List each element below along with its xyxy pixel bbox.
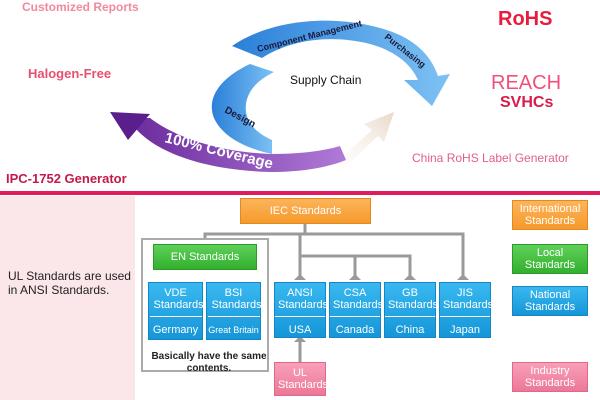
- connector-lines: [203, 224, 469, 362]
- vde-country: Germany: [152, 324, 199, 336]
- jis-standards-box[interactable]: JIS Standards Japan: [439, 282, 494, 338]
- vde-standards-box[interactable]: VDE Standards Germany: [148, 282, 204, 340]
- legend-international-label: International Standards: [519, 203, 581, 227]
- china-rohs-label: China RoHS Label Generator: [412, 151, 569, 165]
- left-arc: [211, 64, 274, 154]
- legend-industry: Industry Standards: [512, 362, 588, 392]
- legend-international: International Standards: [512, 200, 588, 230]
- upper-arc: [232, 20, 450, 106]
- svhcs-label: SVHCs: [500, 94, 554, 111]
- jis-divider: [440, 316, 490, 317]
- reach-label: REACH: [491, 72, 562, 94]
- iec-standards-box[interactable]: IEC Standards: [240, 198, 371, 224]
- iec-label: IEC Standards: [269, 205, 342, 217]
- ansi-divider: [275, 316, 325, 317]
- gb-divider: [385, 316, 435, 317]
- halogen-free-label: Halogen-Free: [28, 66, 112, 81]
- csa-label: CSA Standards: [333, 287, 384, 311]
- gb-standards-box[interactable]: GB Standards China: [384, 282, 439, 338]
- supply-chain-cycle: Component Management Purchasing Design 1…: [110, 18, 450, 174]
- divider-line: [0, 191, 600, 195]
- en-group-frame: [141, 238, 269, 372]
- ansi-country: USA: [288, 324, 312, 336]
- csa-country: Canada: [335, 324, 375, 336]
- top-panel: Component Management Purchasing Design 1…: [0, 0, 600, 196]
- customized-reports-label: Customized Reports: [22, 0, 139, 14]
- vde-label: VDE Standards: [153, 287, 204, 311]
- bsi-country: Great Britain: [208, 325, 259, 335]
- csa-standards-box[interactable]: CSA Standards Canada: [329, 282, 384, 338]
- legend-national-label: National Standards: [524, 289, 576, 313]
- supply-chain-text: Supply Chain: [290, 73, 361, 87]
- bsi-divider: [207, 316, 260, 317]
- ul-arrow: [294, 336, 306, 342]
- legend-national: National Standards: [512, 286, 588, 316]
- legend-industry-label: Industry Standards: [524, 365, 576, 389]
- same-contents-note: Basically have the same contents.: [151, 351, 267, 374]
- gb-country: China: [395, 324, 425, 336]
- standards-diagram: UL Standards are used in ANSI Standards.: [0, 196, 600, 400]
- note-panel: UL Standards are used in ANSI Standards.: [0, 196, 135, 400]
- ansi-label: ANSI Standards: [278, 287, 329, 311]
- jis-label: JIS Standards: [443, 287, 494, 311]
- ul-label: UL Standards: [278, 367, 329, 391]
- bsi-standards-box[interactable]: BSI Standards Great Britain: [206, 282, 262, 340]
- jis-country: Japan: [450, 324, 480, 336]
- vde-divider: [149, 316, 202, 317]
- rohs-label: RoHS: [498, 8, 553, 30]
- fade-arrow: [330, 112, 394, 174]
- ansi-standards-box[interactable]: ANSI Standards USA: [274, 282, 329, 338]
- gb-label: GB Standards: [388, 287, 439, 311]
- ul-note-text: UL Standards are used in ANSI Standards.: [8, 269, 131, 297]
- coverage-arc: [128, 118, 346, 172]
- coverage-arc-tail: [110, 112, 150, 140]
- en-label: EN Standards: [170, 251, 240, 263]
- ipc-1752-label: IPC-1752 Generator: [6, 171, 127, 186]
- en-standards-box[interactable]: EN Standards: [153, 244, 257, 270]
- legend-local-label: Local Standards: [524, 247, 576, 271]
- legend-local: Local Standards: [512, 244, 588, 274]
- bsi-label: BSI Standards: [211, 287, 262, 311]
- ul-standards-box[interactable]: UL Standards: [274, 362, 329, 396]
- csa-divider: [330, 316, 380, 317]
